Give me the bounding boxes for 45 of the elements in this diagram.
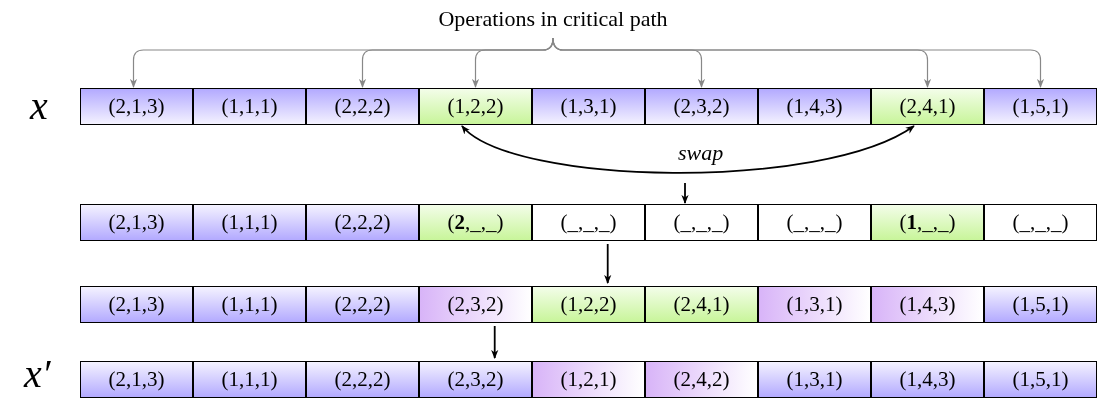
row-label: x — [30, 86, 48, 126]
tuple-cell: (_,_,_) — [532, 204, 645, 241]
tuple-cell: (1,2,2) — [419, 88, 532, 125]
row-label: x′ — [24, 354, 51, 394]
arrow — [604, 243, 612, 284]
tuple-cell: (2,4,2) — [645, 361, 758, 398]
tuple-cell: (1,3,1) — [532, 88, 645, 125]
tuple-cell: (2,2,2) — [306, 286, 419, 323]
arrow — [491, 325, 499, 359]
tuple-cell: (2,1,3) — [80, 286, 193, 323]
tuple-cell: (1,3,1) — [758, 361, 871, 398]
tuple-cell: (1,3,1) — [758, 286, 871, 323]
tuple-cell: (1,5,1) — [984, 286, 1097, 323]
tuple-cell: (2,1,3) — [80, 204, 193, 241]
arrow — [471, 37, 554, 88]
tuple-cell: (2,2,2) — [306, 88, 419, 125]
tuple-cell: (2,4,1) — [645, 286, 758, 323]
tuple-cell: (2,1,3) — [80, 361, 193, 398]
double-arrow — [461, 125, 915, 174]
tuple-cell: (1,_,_) — [871, 204, 984, 241]
tuple-cell: (2,3,2) — [419, 361, 532, 398]
tuple-cell: (1,4,3) — [871, 361, 984, 398]
annotation-text: Operations in critical path — [413, 6, 693, 32]
tuple-cell: (1,4,3) — [758, 88, 871, 125]
tuple-cell: (2,_,_) — [419, 204, 532, 241]
tuple-cell: (1,1,1) — [193, 88, 306, 125]
tuple-cell: (1,4,3) — [871, 286, 984, 323]
tuple-cell: (1,5,1) — [984, 88, 1097, 125]
tuple-cell: (2,3,2) — [645, 88, 758, 125]
tuple-cell: (2,2,2) — [306, 361, 419, 398]
tuple-cell: (1,1,1) — [193, 286, 306, 323]
tuple-cell: (1,1,1) — [193, 204, 306, 241]
tuple-cell: (_,_,_) — [984, 204, 1097, 241]
arrow — [552, 37, 1045, 88]
tuple-cell: (2,4,1) — [871, 88, 984, 125]
tuple-cell: (1,2,2) — [532, 286, 645, 323]
tuple-cell: (1,5,1) — [984, 361, 1097, 398]
tuple-cell: (2,1,3) — [80, 88, 193, 125]
tuple-cell: (2,2,2) — [306, 204, 419, 241]
tuple-cell: (1,1,1) — [193, 361, 306, 398]
tuple-cell: (_,_,_) — [758, 204, 871, 241]
tuple-cell: (_,_,_) — [645, 204, 758, 241]
tuple-cell: (2,3,2) — [419, 286, 532, 323]
tuple-cell: (1,2,1) — [532, 361, 645, 398]
arrow — [681, 182, 689, 204]
